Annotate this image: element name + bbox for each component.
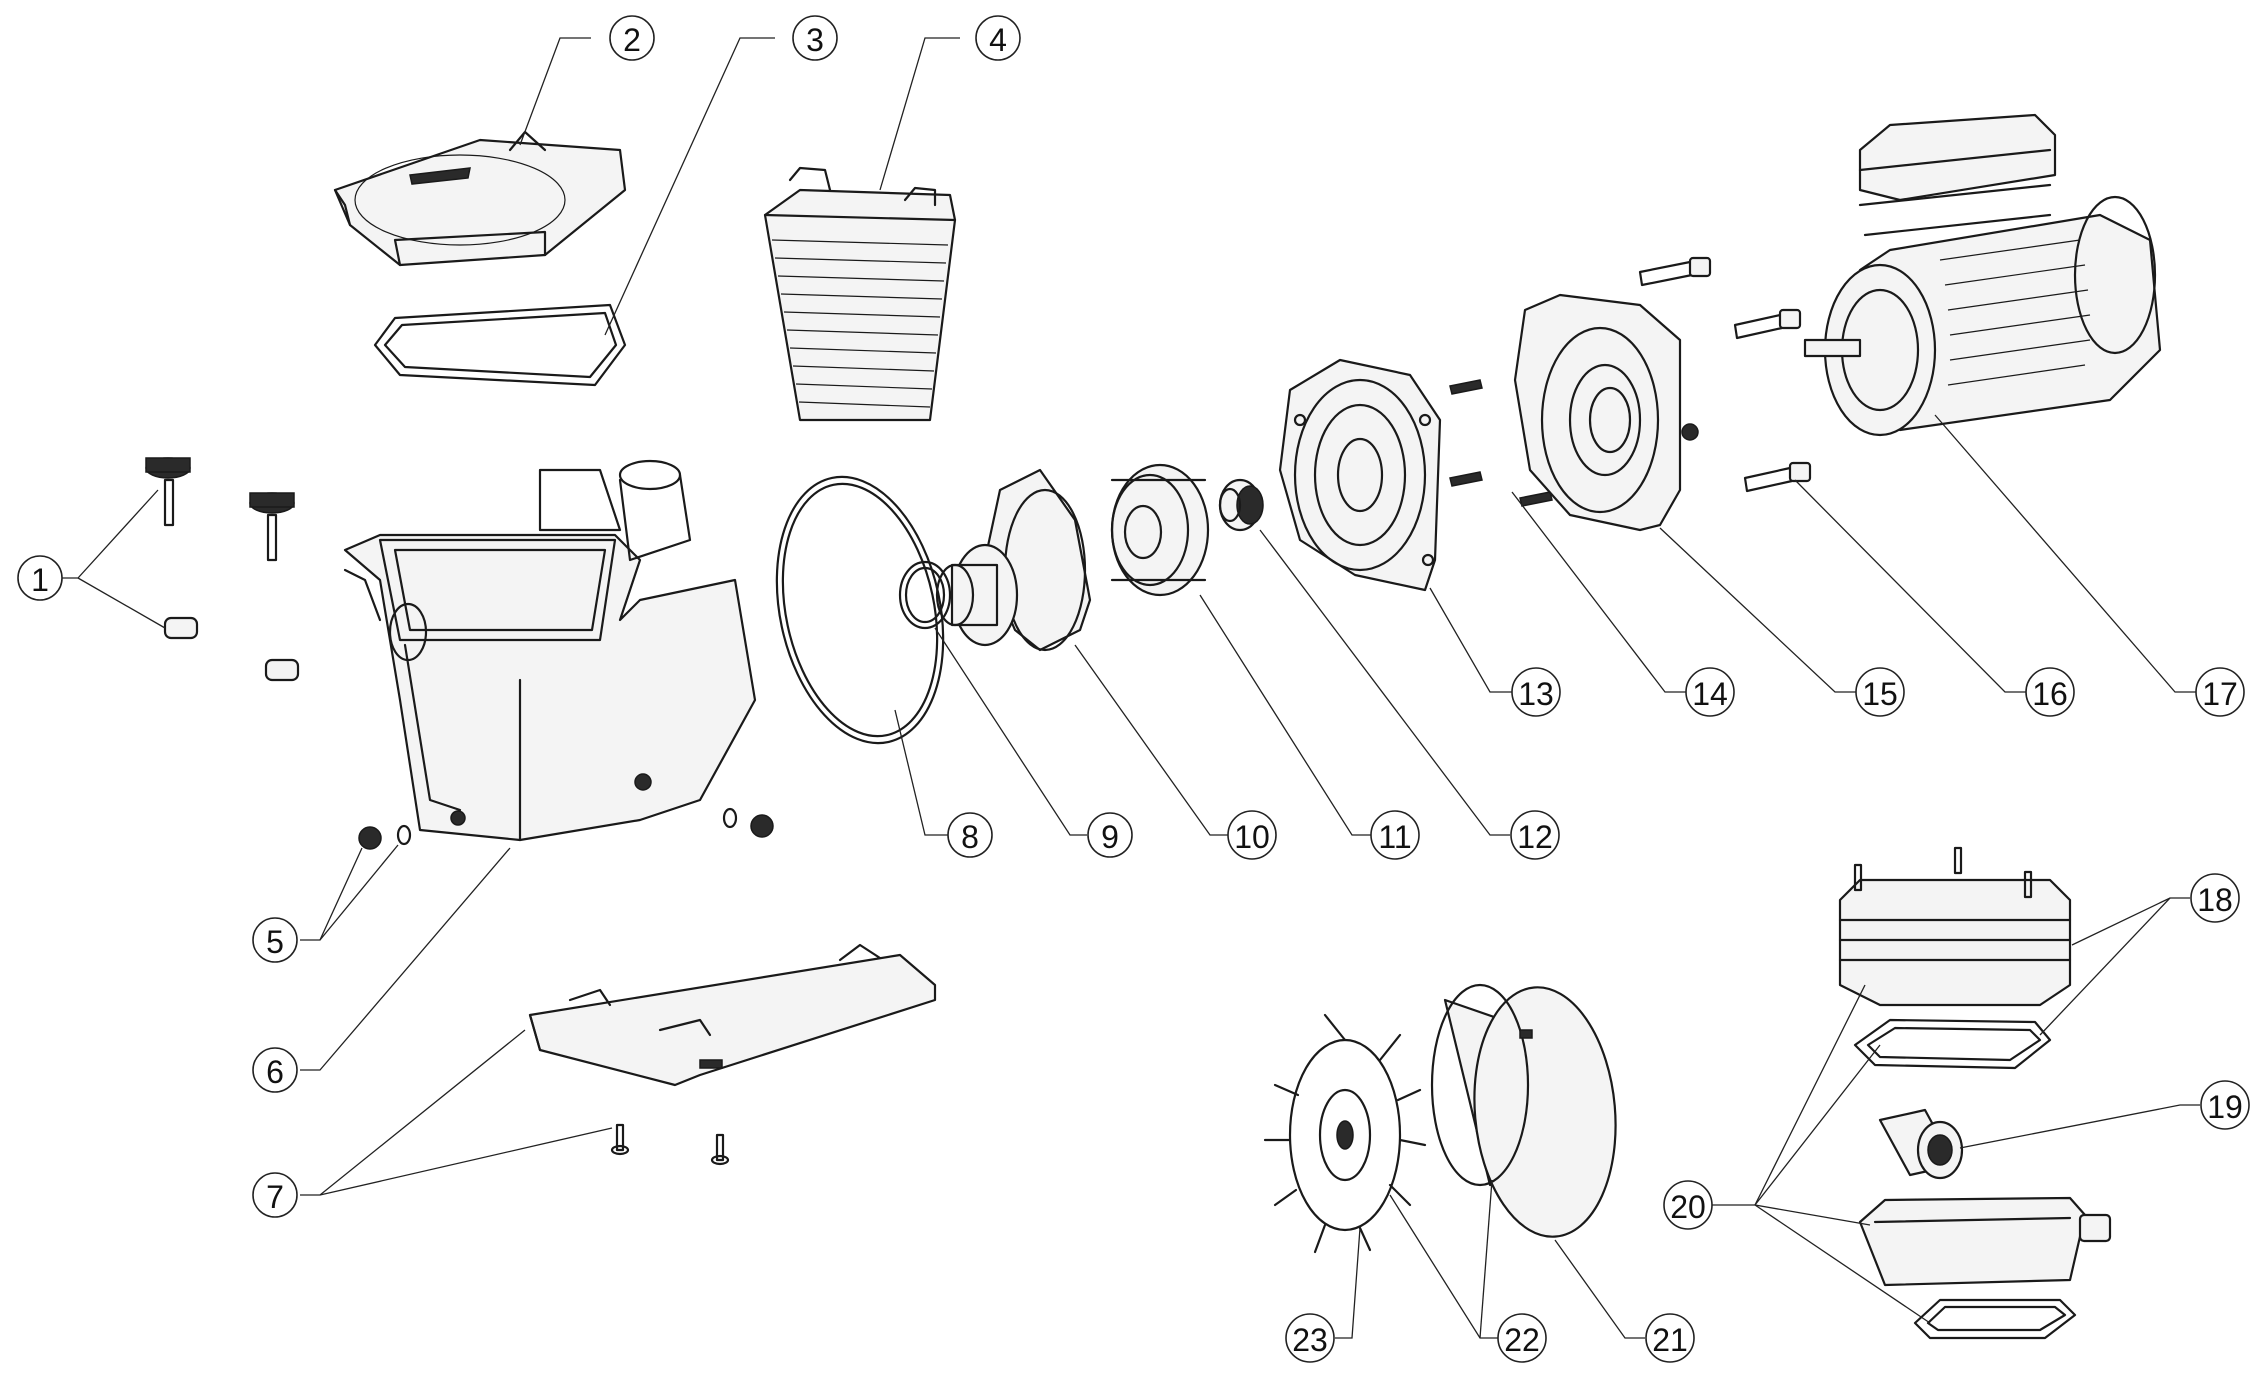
part-long-bolts <box>1638 256 1812 493</box>
part-drain-plugs <box>358 807 774 850</box>
callout-22: 22 <box>1497 1313 1547 1363</box>
callout-5-label: 5 <box>266 924 284 960</box>
part-lid <box>333 130 627 267</box>
callout-15-label: 15 <box>1862 676 1898 712</box>
callout-16-label: 16 <box>2032 676 2068 712</box>
part-capacitor <box>1878 1108 1964 1180</box>
part-base <box>528 943 937 1166</box>
callout-13: 13 <box>1511 667 1561 717</box>
part-lid-gasket <box>373 303 627 387</box>
callout-8: 8 <box>947 812 993 858</box>
callout-21-label: 21 <box>1652 1322 1688 1358</box>
callout-14-label: 14 <box>1692 676 1728 712</box>
callout-23-label: 23 <box>1292 1322 1328 1358</box>
callout-19: 19 <box>2200 1080 2250 1130</box>
callout-7: 7 <box>252 1172 298 1218</box>
callout-1-label: 1 <box>31 562 49 598</box>
part-fan-cover <box>1430 983 1617 1238</box>
callout-3: 3 <box>792 15 838 61</box>
part-pump-housing <box>343 459 757 842</box>
part-motor-flange <box>1513 293 1699 532</box>
part-motor <box>1803 113 2162 437</box>
callout-3-label: 3 <box>806 22 824 58</box>
callout-11-label: 11 <box>1378 819 1411 855</box>
part-housing-o-ring <box>775 475 945 745</box>
callout-18-label: 18 <box>2197 882 2233 918</box>
part-terminal-box-gasket <box>1853 1018 2052 1070</box>
part-mechanical-seal <box>1218 478 1264 532</box>
callout-22-label: 22 <box>1504 1322 1540 1358</box>
part-terminal-base-gasket <box>1913 1298 2077 1340</box>
callout-4: 4 <box>975 15 1021 61</box>
part-strainer-basket <box>763 166 957 422</box>
callout-21: 21 <box>1645 1313 1695 1363</box>
part-terminal-box-base <box>1858 1196 2112 1287</box>
callout-1: 1 <box>17 555 63 601</box>
part-impeller <box>1110 463 1210 597</box>
part-terminal-box-cover <box>1838 846 2072 1007</box>
callout-15: 15 <box>1855 667 1905 717</box>
callout-7-label: 7 <box>266 1179 284 1215</box>
callout-12-label: 12 <box>1517 819 1553 855</box>
callout-20: 20 <box>1663 1180 1713 1230</box>
callout-6: 6 <box>252 1047 298 1093</box>
callout-2-label: 2 <box>623 22 641 58</box>
part-diffuser-o-ring <box>898 560 952 630</box>
part-fan <box>1263 1013 1427 1254</box>
callout-20-label: 20 <box>1670 1189 1706 1225</box>
part-diffuser <box>935 468 1092 652</box>
leader-lines <box>60 37 2200 1339</box>
callout-9-label: 9 <box>1101 819 1119 855</box>
callout-12: 12 <box>1510 810 1560 860</box>
callout-16: 16 <box>2025 667 2075 717</box>
callout-5: 5 <box>252 917 298 963</box>
callout-6-label: 6 <box>266 1054 284 1090</box>
callout-18: 18 <box>2190 873 2240 923</box>
callout-8-label: 8 <box>961 819 979 855</box>
callout-2: 2 <box>609 15 655 61</box>
callout-23: 23 <box>1285 1313 1335 1363</box>
callout-10-label: 10 <box>1234 819 1270 855</box>
callout-14: 14 <box>1685 667 1735 717</box>
callout-10: 10 <box>1227 810 1277 860</box>
callout-13-label: 13 <box>1518 676 1554 712</box>
callout-4-label: 4 <box>989 22 1007 58</box>
callout-19-label: 19 <box>2207 1089 2243 1125</box>
part-knobs <box>145 457 300 682</box>
callout-9: 9 <box>1087 812 1133 858</box>
callout-11: 11 <box>1370 810 1420 860</box>
part-seal-plate <box>1278 358 1442 592</box>
callout-17-label: 17 <box>2202 676 2238 712</box>
callout-17: 17 <box>2195 667 2245 717</box>
